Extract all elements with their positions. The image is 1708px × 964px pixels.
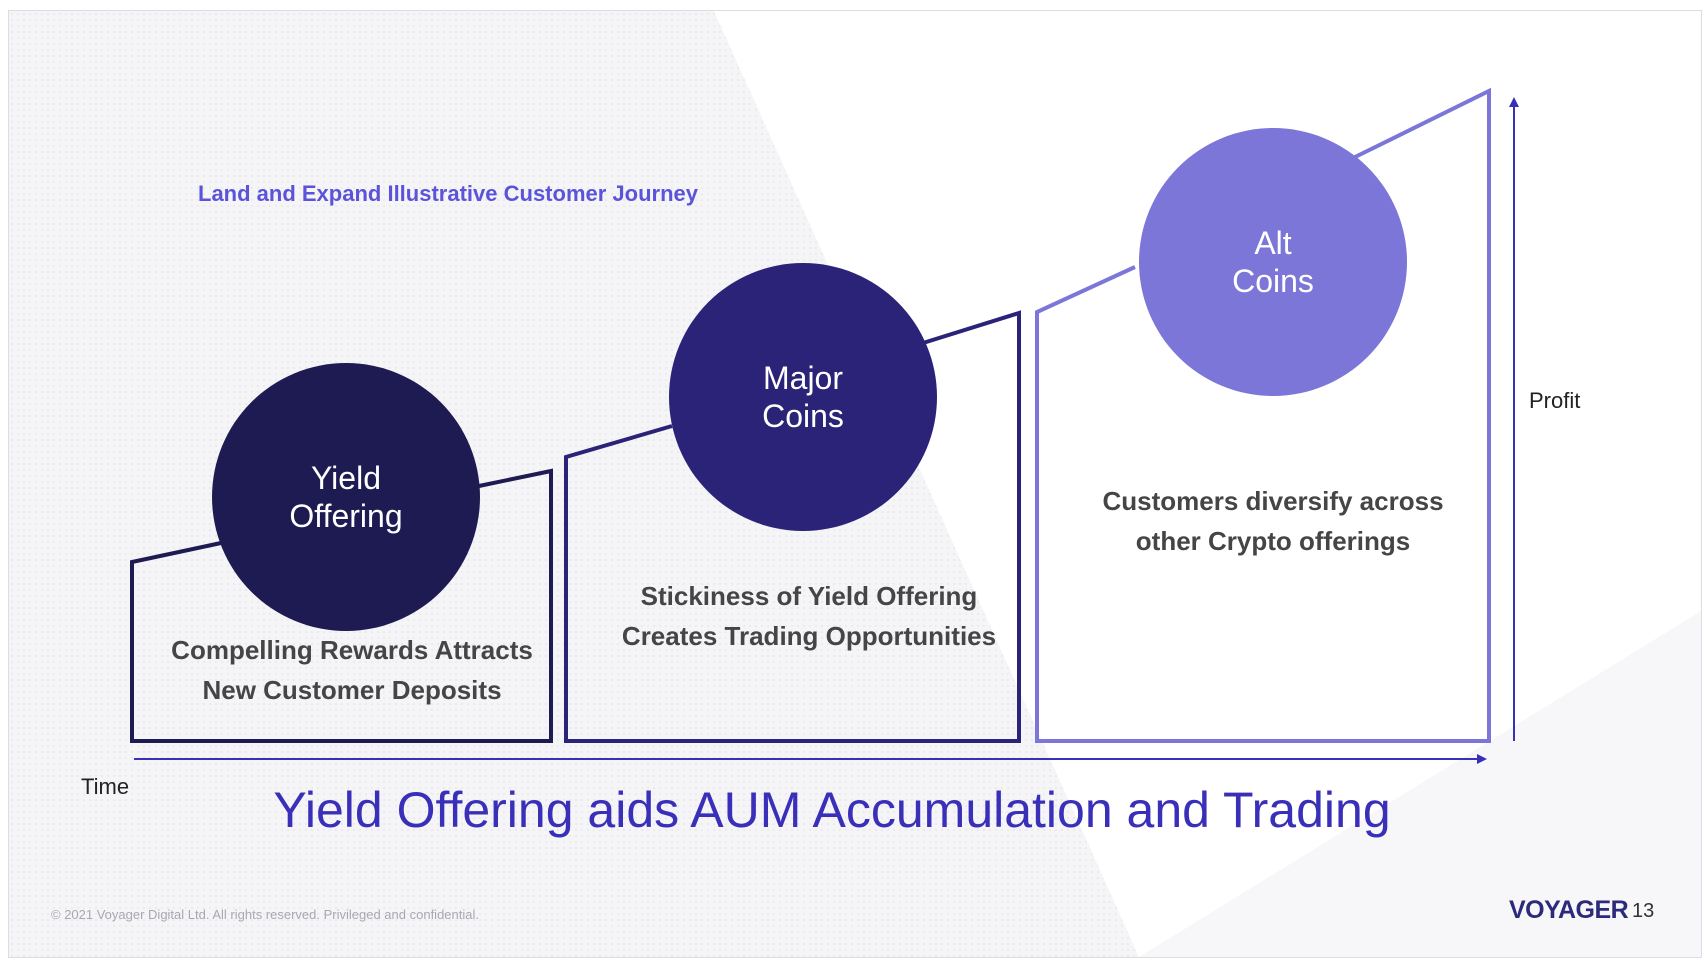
stage-frame-3 (1035, 87, 1491, 743)
background-light-wedge (714, 11, 1701, 957)
stage-frame-2 (564, 310, 1021, 743)
profit-axis-label: Profit (1529, 388, 1581, 413)
stage-1-caption: Compelling Rewards Attracts New Customer… (171, 635, 533, 705)
major-coins-circle (669, 263, 937, 531)
journey-diagram (9, 11, 1701, 957)
voyager-logo: VOYAGER (1509, 896, 1629, 924)
page-number: 13 (1632, 900, 1655, 922)
slide-subtitle: Land and Expand Illustrative Customer Jo… (198, 181, 698, 206)
copyright-footer: © 2021 Voyager Digital Ltd. All rights r… (51, 907, 479, 922)
yield-offering-circle (212, 363, 480, 631)
yield-offering-label: Yield Offering (289, 460, 403, 534)
time-axis-label: Time (81, 774, 130, 799)
major-coins-label: Major Coins (762, 360, 844, 434)
stage-3-caption: Customers diversify across other Crypto … (1102, 486, 1444, 556)
alt-coins-label: Alt Coins (1232, 225, 1314, 299)
alt-coins-circle (1139, 128, 1407, 396)
slide-headline: Yield Offering aids AUM Accumulation and… (273, 782, 1391, 838)
stage-2-caption: Stickiness of Yield Offering Creates Tra… (621, 581, 997, 651)
stage-frame-1 (130, 468, 553, 743)
slide: Land and Expand Illustrative Customer Jo… (8, 10, 1702, 958)
